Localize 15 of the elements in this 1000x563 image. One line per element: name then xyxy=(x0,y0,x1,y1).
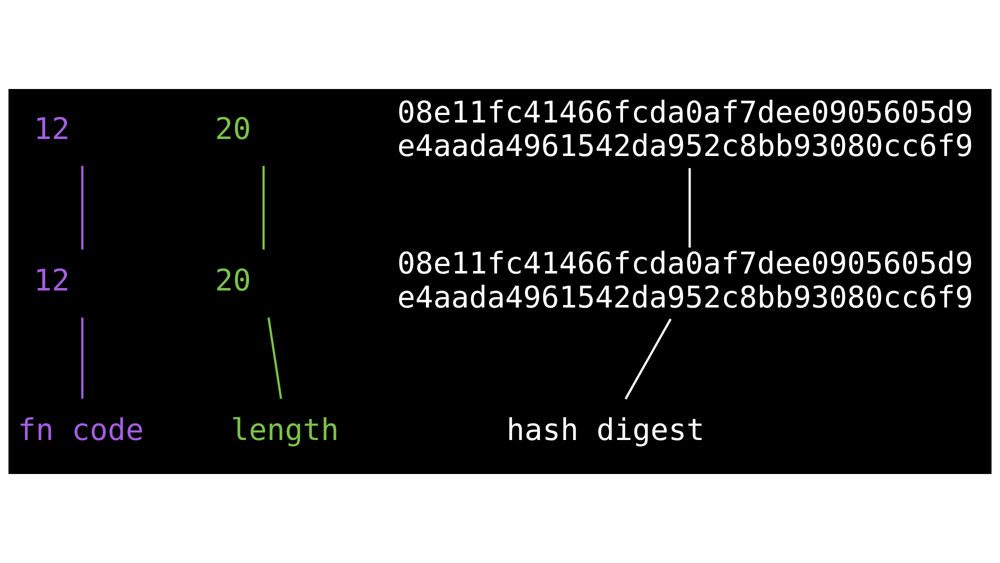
connector xyxy=(267,317,282,399)
node-text: 12 xyxy=(34,263,70,298)
node-text: 08e11fc41466fcda0af7dee0905605d9 e4aada4961542da952c8bb93080cc6f9 xyxy=(397,95,974,164)
connector xyxy=(81,166,84,250)
node-text: 08e11fc41466fcda0af7dee0905605d9 e4aada4961542da952c8bb93080cc6f9 xyxy=(397,246,974,316)
connector xyxy=(624,318,672,400)
node-text: length xyxy=(230,412,339,448)
node-text: hash digest xyxy=(506,412,704,448)
node-text: 20 xyxy=(214,112,251,148)
node-text: 20 xyxy=(214,263,251,298)
connector xyxy=(262,166,265,250)
node-text: 12 xyxy=(34,112,70,148)
connector xyxy=(688,168,691,248)
connector xyxy=(81,318,84,399)
node-text: fn code xyxy=(18,412,144,448)
